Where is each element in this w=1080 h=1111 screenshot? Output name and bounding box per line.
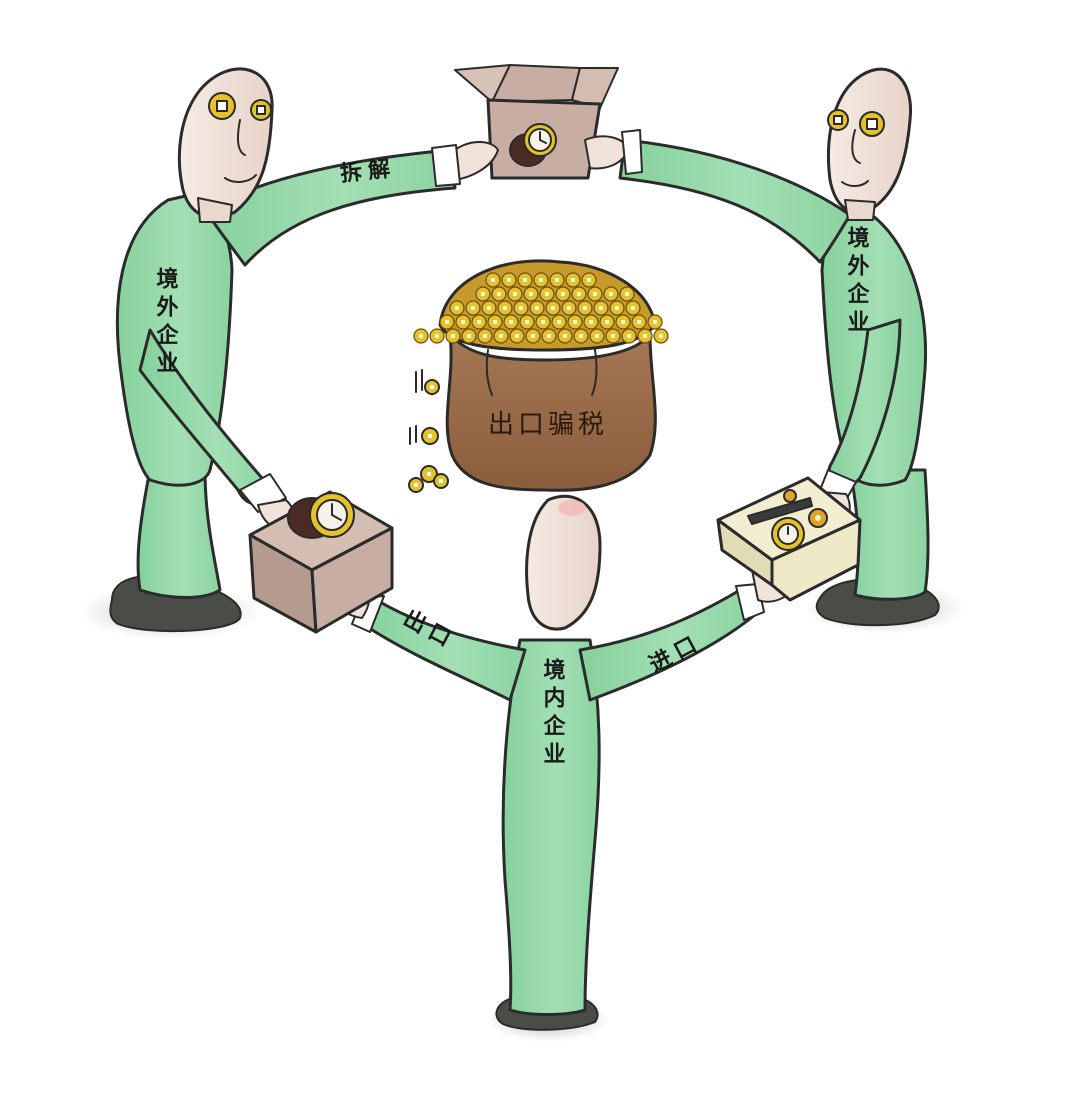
coin-hole [577, 292, 581, 296]
coin-hole [539, 278, 543, 282]
watch-icon [287, 492, 355, 539]
coin-hole [445, 320, 449, 324]
coin-hole [551, 306, 555, 310]
coin-hole [599, 306, 603, 310]
coin-hole [625, 292, 629, 296]
coin-hole [487, 306, 491, 310]
falling-coins [408, 369, 449, 493]
right-person-label: 境外企业 [844, 225, 871, 338]
coin-hole [507, 278, 511, 282]
bottom-person-label: 境内企业 [540, 657, 567, 770]
coin-hole [503, 306, 507, 310]
coin-icon [433, 473, 449, 489]
coin-hole [451, 334, 455, 338]
coin-hole [525, 320, 529, 324]
coin-hole [493, 320, 497, 324]
coin-hole [467, 334, 471, 338]
coin-hole [605, 320, 609, 324]
coin-hole [621, 320, 625, 324]
coin-hole [515, 334, 519, 338]
coin-hole [627, 334, 631, 338]
coin-hole [435, 334, 439, 338]
import-parts-box [716, 476, 862, 602]
coin-hole [547, 334, 551, 338]
coin-hole [579, 334, 583, 338]
coin-icon [424, 379, 440, 395]
coin-hole [571, 278, 575, 282]
coin-hole [555, 278, 559, 282]
coin-hole [471, 306, 475, 310]
watch-icon [771, 517, 805, 551]
coin-hole [509, 320, 513, 324]
coin-hole [573, 320, 577, 324]
coin-hole [587, 278, 591, 282]
coin-hole [595, 334, 599, 338]
coin-hole [481, 292, 485, 296]
coin-hole [483, 334, 487, 338]
gear-icon [808, 508, 828, 528]
watch-icon [509, 123, 557, 167]
coin-hole [545, 292, 549, 296]
coin-hole [497, 292, 501, 296]
coin-icon [421, 427, 439, 445]
coin-hole [631, 306, 635, 310]
label-disassemble: 拆解 [339, 155, 397, 187]
coin-hole [541, 320, 545, 324]
coin-hole [477, 320, 481, 324]
coin-hole [513, 292, 517, 296]
coin-hole [461, 320, 465, 324]
coin-hole [609, 292, 613, 296]
coin-hole [455, 306, 459, 310]
gear-icon [783, 489, 797, 503]
coin-hole [419, 334, 423, 338]
coin-hole [535, 306, 539, 310]
coin-hole [531, 334, 535, 338]
coin-hole [659, 334, 663, 338]
coin-hole [643, 334, 647, 338]
coin-pile [413, 272, 669, 344]
left-person-label: 境外企业 [153, 266, 180, 379]
bottom-domestic-company-figure: 境内企业 [322, 494, 797, 1042]
coin-hole [583, 306, 587, 310]
coin-hole [593, 292, 597, 296]
coin-hole [519, 306, 523, 310]
coin-hole [529, 292, 533, 296]
coin-eye-icon [208, 92, 236, 120]
coin-hole [615, 306, 619, 310]
coin-hole [499, 334, 503, 338]
export-box [248, 490, 394, 634]
coin-eye-icon [827, 109, 849, 131]
coin-hole [567, 306, 571, 310]
coin-eye-icon [859, 111, 885, 137]
coin-hole [557, 320, 561, 324]
watch-strap-icon [747, 497, 813, 525]
coin-hole [563, 334, 567, 338]
coin-icon [408, 477, 424, 493]
coin-hole [637, 320, 641, 324]
coin-hole [611, 334, 615, 338]
top-open-box [431, 64, 643, 187]
money-bag-label: 出口骗税 [488, 410, 608, 440]
coin-hole [561, 292, 565, 296]
left-overseas-company-figure: 境外企业 [80, 67, 457, 640]
coin-hole [491, 278, 495, 282]
coin-hole [589, 320, 593, 324]
coin-eye-icon [250, 99, 272, 121]
right-overseas-company-figure: 境外企业 [618, 67, 965, 634]
coin-hole [653, 320, 657, 324]
coin-hole [523, 278, 527, 282]
coin-icon [420, 465, 438, 483]
